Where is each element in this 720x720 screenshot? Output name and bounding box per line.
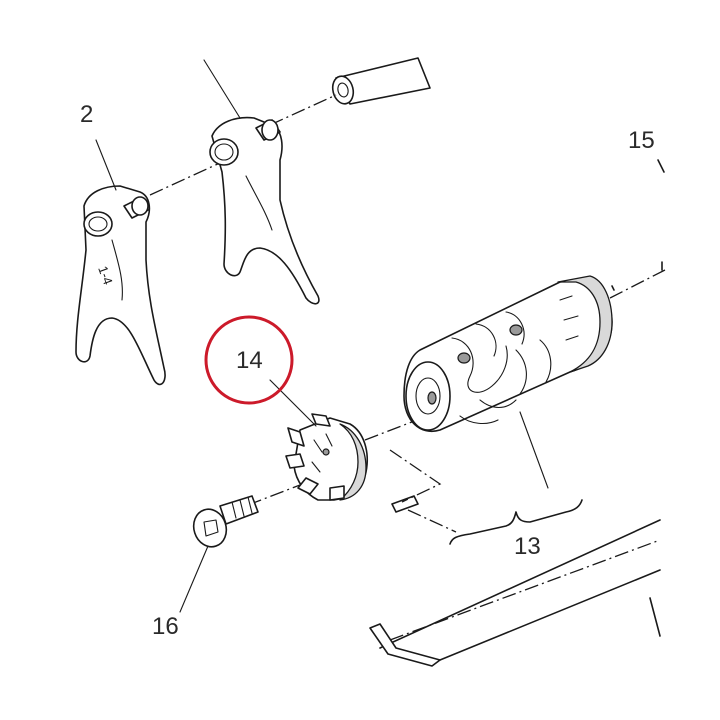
highlight-circle <box>204 315 294 405</box>
shift-fork-left: 1-4 <box>75 185 166 386</box>
shift-fork-right <box>209 116 320 305</box>
callout-label-14: 14 <box>236 347 263 374</box>
frame-part <box>369 159 665 667</box>
callout-label-16: 16 <box>152 613 179 640</box>
bolt <box>192 495 259 548</box>
leader-lines <box>95 59 549 613</box>
assembly-guide-lines <box>389 449 457 533</box>
callout-label-13: 13 <box>514 533 541 560</box>
shift-drum <box>403 275 613 433</box>
drum-pin <box>391 495 419 513</box>
shaft-top <box>331 57 431 105</box>
callout-label-15: 15 <box>628 127 655 154</box>
callout-label-2: 2 <box>80 101 93 128</box>
brace-13 <box>449 499 583 545</box>
axis-lines <box>149 94 666 641</box>
shift-cam-star <box>285 413 368 501</box>
fork-marking: 1-4 <box>95 264 116 287</box>
